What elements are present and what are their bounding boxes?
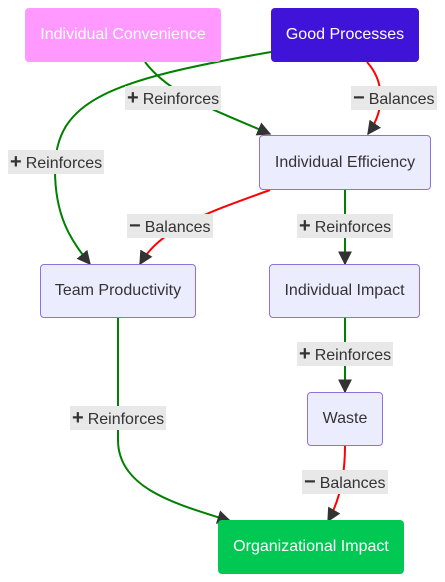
edge-label-team-org: +Reinforces [70, 406, 167, 430]
edge-label-processes-team: +Reinforces [8, 150, 105, 174]
edge-label-efficiency-impact: +Reinforces [297, 214, 394, 238]
edge-label-convenience-efficiency: +Reinforces [125, 86, 222, 110]
node-label: Organizational Impact [233, 538, 389, 555]
edge-label-text: Balances [144, 219, 211, 236]
edge-label-waste-org: −Balances [302, 470, 388, 494]
node-waste: Waste [307, 392, 383, 446]
node-good-processes: Good Processes [271, 8, 419, 62]
node-label: Waste [322, 410, 368, 427]
node-individual-efficiency: Individual Efficiency [259, 135, 431, 190]
edge-label-text: Reinforces [87, 411, 165, 428]
edge-label-text: Reinforces [25, 155, 103, 172]
edge-label-text: Reinforces [142, 91, 220, 108]
edge-label-text: Reinforces [314, 219, 392, 236]
edge-good-processes-to-team-productivity [53, 51, 272, 266]
plus-icon: + [10, 151, 22, 173]
plus-icon: + [299, 343, 311, 365]
minus-icon: − [304, 471, 316, 493]
edge-label-processes-efficiency: −Balances [351, 86, 437, 110]
minus-icon: − [353, 87, 365, 109]
node-label: Individual Convenience [40, 26, 206, 43]
node-label: Individual Efficiency [274, 153, 416, 171]
node-label: Good Processes [285, 26, 405, 43]
node-label: Team Productivity [54, 282, 182, 299]
node-individual-impact: Individual Impact [269, 264, 420, 318]
edge-label-text: Balances [319, 475, 386, 492]
node-organizational-impact: Organizational Impact [218, 520, 404, 574]
node-label: Individual Impact [284, 282, 405, 299]
minus-icon: − [129, 215, 141, 237]
edge-label-efficiency-team: −Balances [127, 214, 213, 238]
plus-icon: + [299, 215, 311, 237]
plus-icon: + [72, 407, 84, 429]
edge-team-productivity-to-organizational-impact [117, 318, 232, 524]
node-individual-convenience: Individual Convenience [25, 8, 221, 62]
edge-label-text: Balances [368, 91, 435, 108]
node-team-productivity: Team Productivity [40, 264, 196, 318]
edge-label-impact-waste: +Reinforces [297, 342, 394, 366]
edge-label-text: Reinforces [314, 347, 392, 364]
plus-icon: + [127, 87, 139, 109]
